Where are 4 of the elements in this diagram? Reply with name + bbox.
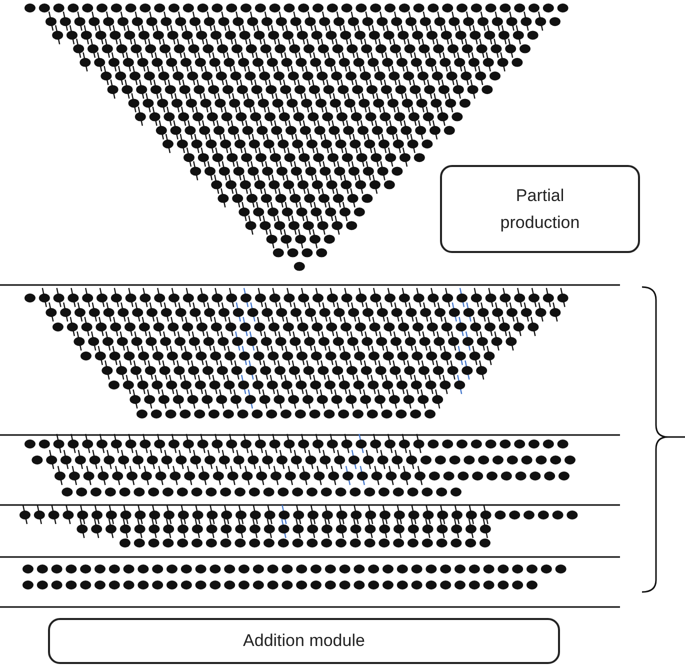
process-box (48, 618, 560, 664)
box-label: Addition module (243, 630, 365, 652)
box-label: Partial production (499, 184, 581, 234)
process-box (440, 165, 640, 253)
